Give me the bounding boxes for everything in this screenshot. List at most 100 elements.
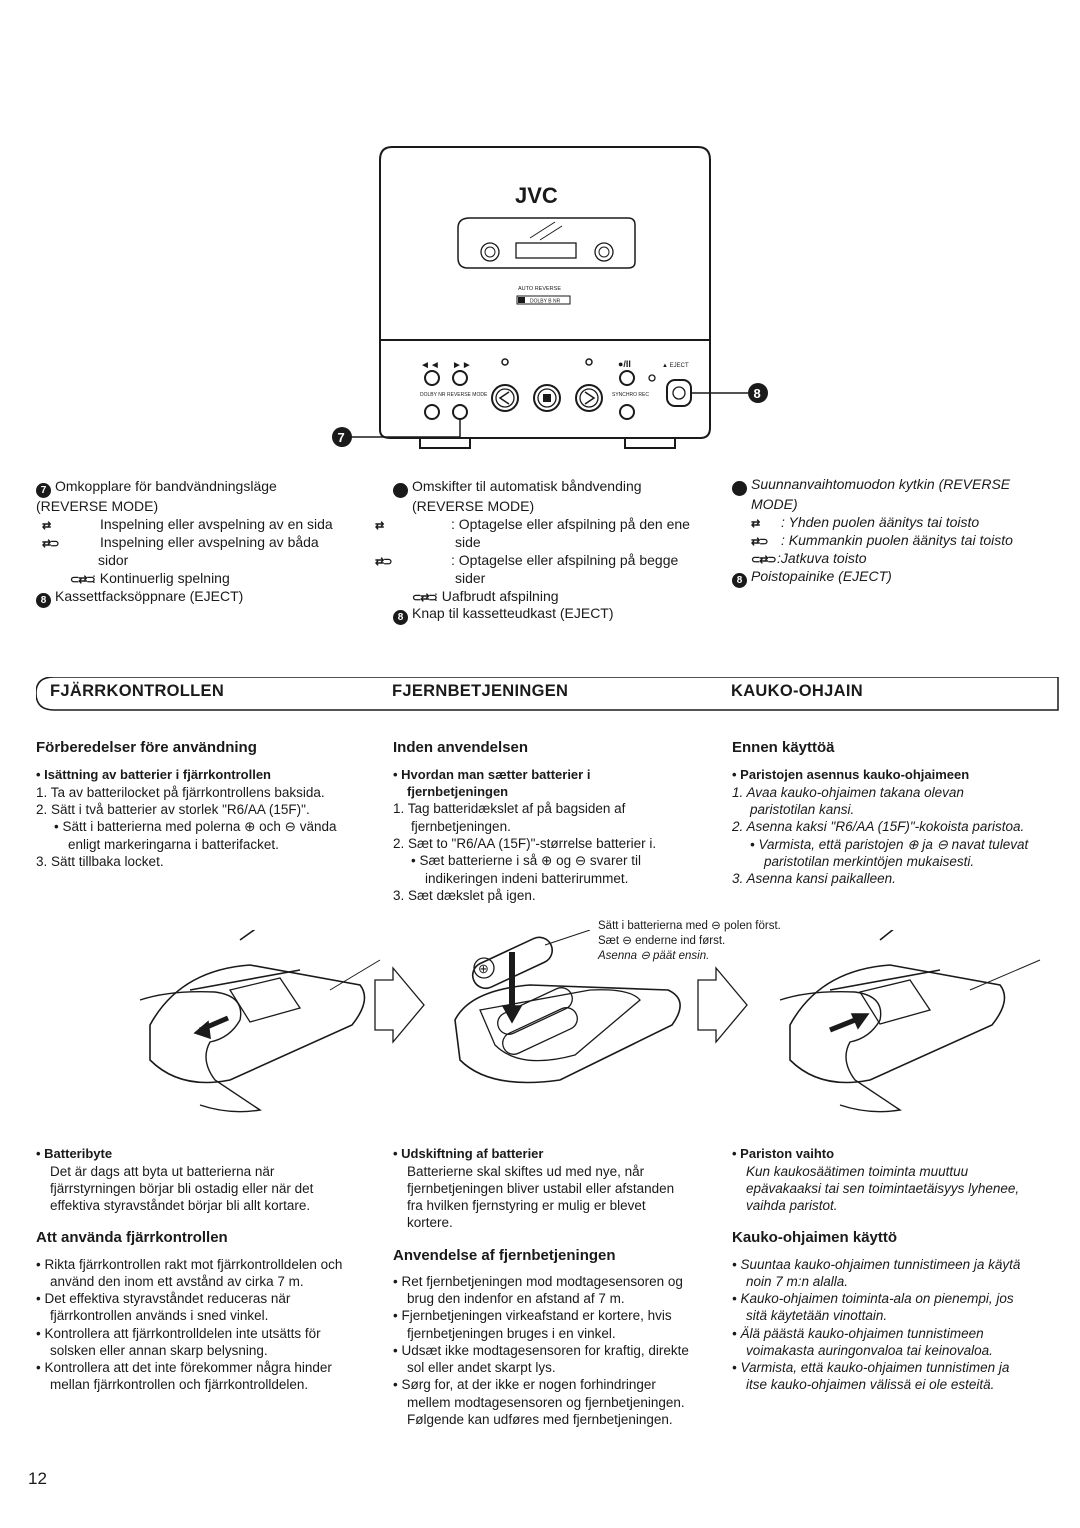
callout-8: 8 [754, 386, 761, 401]
remote-right [789, 964, 1006, 1084]
remote-middle [454, 984, 681, 1084]
sv-install-title: • Isättning av batterier i fjärrkontroll… [36, 767, 271, 783]
dolby-nr-label: DOLBY NR [420, 392, 446, 398]
battery-note: Sätt i batterierna med ⊖ polen först. Sæ… [598, 919, 838, 964]
fi-use2: • Kauko-ohjaimen toiminta-ala on pienemp… [732, 1291, 1014, 1324]
fi-s2: : Kummankin puolen äänitys tai toisto [781, 531, 1013, 548]
fi-step3: 3. Asenna kansi paikalleen. [732, 871, 896, 887]
fi-controls-description: 7 Suunnanvaihtomuodon kytkin (REVERSE MOD… [727, 476, 1032, 588]
badge-8: 8 [36, 592, 51, 608]
battery-note-sv: Sätt i batterierna med ⊖ polen först. [598, 920, 781, 932]
da-preparation: Inden anvendelsen • Hvordan man sætter b… [393, 738, 693, 904]
sv-s3: : Kontinuerlig spelning [92, 569, 230, 586]
sv-batt-text: Det är dags att byta ut batterierna när … [50, 1163, 314, 1214]
remote-illustrations: ⊕ [0, 930, 1080, 1130]
da-batt-text: Batterierne skal skiftes ud med nye, når… [407, 1163, 675, 1231]
da-step3: 3. Sæt dækslet på igen. [393, 887, 536, 903]
fi-use4: • Varmista, että kauko-ohjaimen tunnisti… [732, 1360, 1010, 1393]
da-step2: 2. Sæt to "R6/AA (15F)"-størrelse batter… [393, 835, 657, 851]
reverse-mode-label: REVERSE MODE [447, 392, 488, 398]
fi-step1: 1. Avaa kauko-ohjaimen takana olevan par… [732, 784, 964, 818]
da-s2: : Optagelse eller afspilning på begge si… [451, 551, 679, 586]
sv-use2: • Det effektiva styravståndet reduceras … [36, 1291, 291, 1324]
battery-note-da: Sæt ⊖ enderne ind først. [598, 934, 726, 947]
battery-note-fi: Asenna ⊖ päät ensin. [598, 949, 710, 962]
fi-batt-text: Kun kaukosäätimen toiminta muuttuu epäva… [746, 1163, 1020, 1214]
sv-prep-title: Förberedelser före användning [36, 739, 257, 756]
da-controls-description: 7 Omskifter til automatisk båndvending (R… [375, 478, 693, 626]
ff-label: ►► [452, 360, 472, 371]
fi-step2: 2. Asenna kaksi "R6/AA (15F)"-kokoista p… [732, 819, 1025, 835]
da-battery-usage: • Udskiftning af batterier Batterierne s… [393, 1146, 693, 1428]
one-side-icon: ⇄ [42, 519, 51, 532]
section-title-sv: FJÄRRKONTROLLEN [50, 682, 225, 700]
both-sides-icon: ⇄⊃ [751, 535, 768, 548]
da-install-title: • Hvordan man sætter batterier i fjernbe… [393, 767, 591, 799]
sv-item7: Omkopplare för bandvändningsläge (REVERS… [36, 478, 277, 514]
sv-use-title: Att använda fjärrkontrollen [36, 1229, 228, 1247]
sv-battery-usage: • Batteribyte Det är dags att byta ut ba… [36, 1146, 352, 1394]
badge-7: 7 [727, 481, 747, 496]
da-use4: • Sørg for, at der ikke er nogen forhind… [393, 1377, 685, 1427]
section-title-fi: KAUKO-OHJAIN [731, 682, 863, 700]
svg-text:⊕: ⊕ [478, 961, 489, 976]
cassette-deck-illustration: JVC AUTO REVERSE DOLBY B NR ◄◄ ►► ●/II ▲… [0, 0, 1080, 470]
sv-preparation: Förberedelser före användning • Isättnin… [36, 738, 352, 870]
da-s3: : Uafbrudt afspilning [434, 587, 559, 604]
sv-step2b: • Sätt i batterierna med polerna ⊕ och ⊖… [54, 819, 337, 852]
step-arrow-2 [697, 966, 748, 1044]
da-s1: : Optagelse eller afspilning på den ene … [451, 515, 690, 550]
fi-step2b: • Varmista, että paristojen ⊕ ja ⊖ navat… [750, 836, 1029, 869]
brand-logo: JVC [515, 183, 558, 208]
fi-use1: • Suuntaa kauko-ohjaimen tunnistimeen ja… [732, 1256, 1021, 1289]
one-side-icon: ⇄ [375, 519, 384, 532]
auto-reverse-label: AUTO REVERSE [518, 286, 561, 292]
rec-pause-label: ●/II [618, 359, 631, 369]
rew-label: ◄◄ [420, 360, 440, 371]
da-use1: • Ret fjernbetjeningen mod modtagesensor… [393, 1273, 683, 1307]
sv-use1: • Rikta fjärrkontrollen rakt mot fjärrko… [36, 1256, 343, 1289]
fi-item8: Poistopainike (EJECT) [751, 567, 892, 584]
sv-s1: Inspelning eller avspelning av en sida [100, 515, 333, 532]
both-sides-icon: ⇄⊃ [375, 555, 392, 568]
one-side-icon: ⇄ [751, 517, 760, 530]
both-sides-icon: ⇄⊃ [42, 537, 59, 550]
da-use-title: Anvendelse af fjernbetjeningen [393, 1246, 616, 1264]
section-header-bar: FJÄRRKONTROLLEN FJERNBETJENINGEN KAUKO-O… [36, 677, 1059, 711]
page-number: 12 [28, 1469, 47, 1488]
da-batt-title: • Udskiftning af batterier [393, 1146, 544, 1161]
da-step2b: • Sæt batterierne i så ⊕ og ⊖ svarer til… [411, 853, 641, 886]
sv-step2: 2. Sätt i två batterier av storlek "R6/A… [36, 802, 310, 818]
sv-step1: 1. Ta av batterilocket på fjärrkontrolle… [36, 784, 325, 800]
fi-use3: • Älä päästä kauko-ohjaimen tunnistimeen… [732, 1325, 993, 1358]
fi-battery-usage: • Pariston vaihto Kun kaukosäätimen toim… [732, 1146, 1032, 1394]
fi-s1: : Yhden puolen äänitys tai toisto [781, 513, 980, 530]
eject-label: ▲ EJECT [662, 363, 689, 369]
da-prep-title: Inden anvendelsen [393, 739, 529, 756]
da-step1: 1. Tag batteridækslet af på bagsiden af … [393, 801, 626, 834]
da-use3: • Udsæt ikke modtagesensoren for kraftig… [393, 1342, 689, 1376]
sv-batt-title: • Batteribyte [36, 1146, 113, 1161]
section-title-da: FJERNBETJENINGEN [392, 682, 569, 700]
callout-7: 7 [338, 430, 345, 445]
da-item7: Omskifter til automatisk båndvending (RE… [412, 478, 642, 514]
continuous-icon: ⊂⇄⊃ [70, 573, 96, 586]
sv-s2: Inspelning eller avspelning av båda sido… [98, 533, 319, 568]
sv-item8: Kassettfacksöppnare (EJECT) [55, 587, 244, 604]
step-arrow-1 [374, 966, 425, 1044]
fi-install-title: • Paristojen asennus kauko-ohjaimeen [732, 767, 970, 783]
synchro-rec-label: SYNCHRO REC [612, 392, 649, 398]
continuous-icon: ⊂⇄⊃ [412, 591, 438, 604]
fi-preparation: Ennen käyttöä • Paristojen asennus kauko… [732, 738, 1032, 887]
da-use2: • Fjernbetjeningen virkeafstand er korte… [393, 1308, 672, 1341]
badge-8: 8 [732, 572, 747, 588]
sv-step3: 3. Sätt tillbaka locket. [36, 853, 164, 869]
badge-7: 7 [388, 483, 408, 498]
badge-7: 7 [36, 483, 51, 498]
dolby-badge-label: DOLBY B NR [530, 299, 561, 305]
fi-item7: Suunnanvaihtomuodon kytkin (REVERSE MODE… [751, 476, 1011, 512]
da-item8: Knap til kassetteudkast (EJECT) [412, 605, 614, 622]
sv-use4: • Kontrollera att det inte förekommer nå… [36, 1360, 332, 1393]
continuous-icon: ⊂⇄⊃ [751, 553, 777, 566]
